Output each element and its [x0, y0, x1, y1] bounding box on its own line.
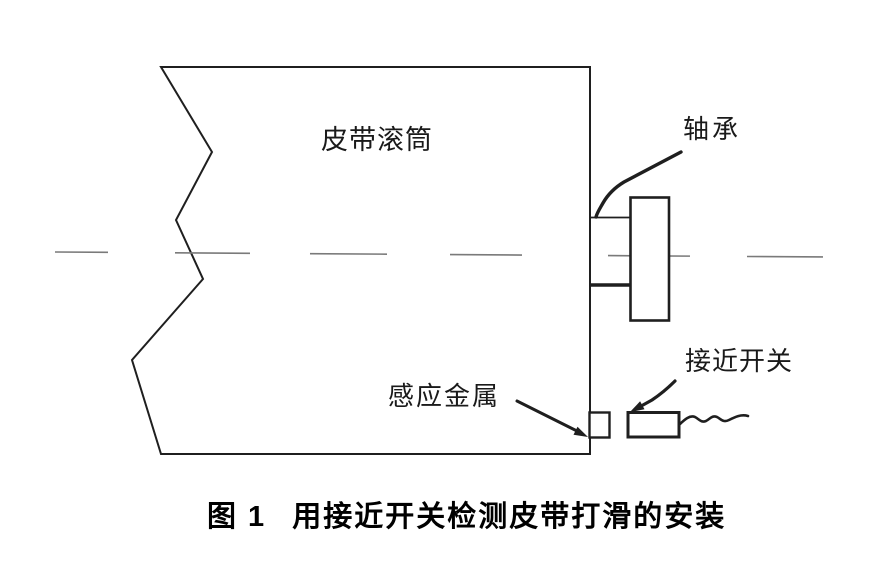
roller-label: 皮带滚筒: [321, 125, 433, 155]
proximity-switch-label: 接近开关: [685, 347, 794, 376]
proximity-switch-wire: [677, 414, 750, 427]
induction-metal-rect: [588, 411, 611, 439]
proximity-switch-rect: [626, 411, 681, 439]
figure-caption: 图 1 用接近开关检测皮带打滑的安装: [207, 501, 727, 534]
induction-metal-label: 感应金属: [388, 382, 501, 411]
figure-caption-title: 用接近开关检测皮带打滑的安装: [292, 501, 727, 533]
axis-centerline: [54, 251, 826, 258]
bearing-rect: [629, 196, 671, 322]
bearing-leader-line: [594, 150, 683, 219]
induction-metal-arrowhead: [573, 426, 588, 437]
figure-caption-number: 图 1: [207, 501, 267, 533]
induction-metal-arrow-line: [515, 399, 579, 433]
proximity-switch-arrow-line: [641, 379, 677, 407]
roller-outline-shape: [130, 66, 591, 455]
bearing-label: 轴承: [683, 115, 742, 144]
proximity-switch-arrowhead: [630, 401, 645, 412]
